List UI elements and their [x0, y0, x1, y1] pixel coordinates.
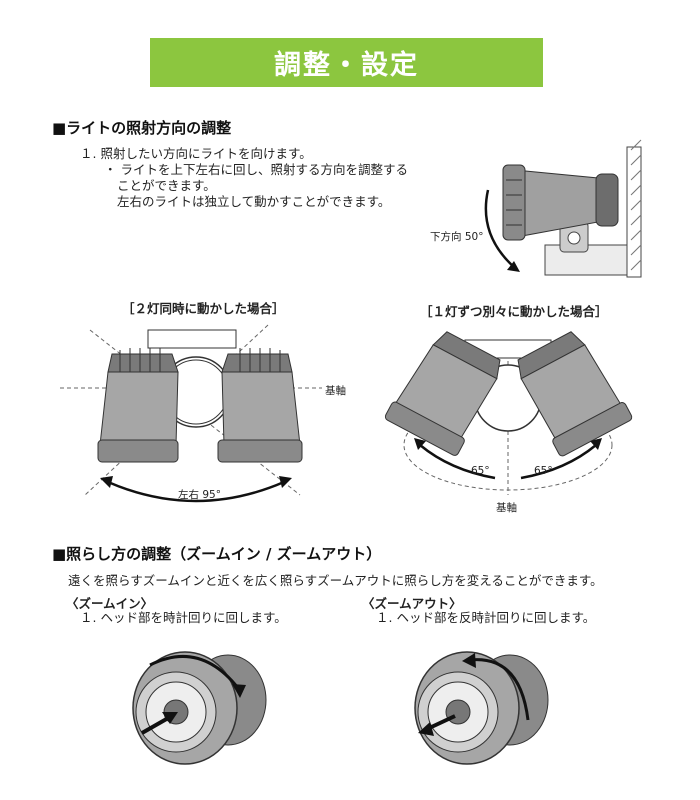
zoom-in-step: １. ヘッド部を時計回りに回します。	[80, 610, 287, 625]
down-angle-label: 下方向 50°	[430, 231, 484, 243]
section-heading-direction: ■ライトの照射方向の調整	[52, 119, 232, 137]
right-angle-label-left: 65°	[471, 465, 490, 477]
diagram-right-caption: ［１灯ずつ別々に動かした場合］	[420, 304, 608, 319]
page-title: 調整・設定	[274, 50, 419, 81]
bullet-line-1: ・ ライトを上下左右に回し、照射する方向を調整する	[104, 162, 408, 177]
right-angle-label-right: 65°	[534, 465, 553, 477]
zoom-intro: 遠くを照らすズームインと近くを広く照らすズームアウトに照らし方を変えることができ…	[68, 573, 603, 588]
step-1-text: １. 照射したい方向にライトを向けます。	[80, 146, 312, 161]
diagram-left-caption: ［２灯同時に動かした場合］	[122, 301, 285, 316]
left-angle-label: 左右 95°	[178, 489, 221, 501]
page-title-banner: 調整・設定	[150, 38, 543, 87]
bullet-line-2: ことができます。	[117, 178, 216, 193]
section-heading-zoom: ■照らし方の調整（ズームイン / ズームアウト）	[52, 545, 382, 563]
axis-label-left: 基軸	[325, 385, 346, 397]
zoom-out-step: １. ヘッド部を反時計回りに回します。	[376, 610, 596, 625]
bullet-line-3: 左右のライトは独立して動かすことができます。	[117, 194, 391, 209]
zoom-out-title: 〈ズームアウト〉	[362, 596, 462, 611]
axis-label-bottom: 基軸	[496, 502, 517, 514]
zoom-in-title: 〈ズームイン〉	[66, 596, 154, 611]
